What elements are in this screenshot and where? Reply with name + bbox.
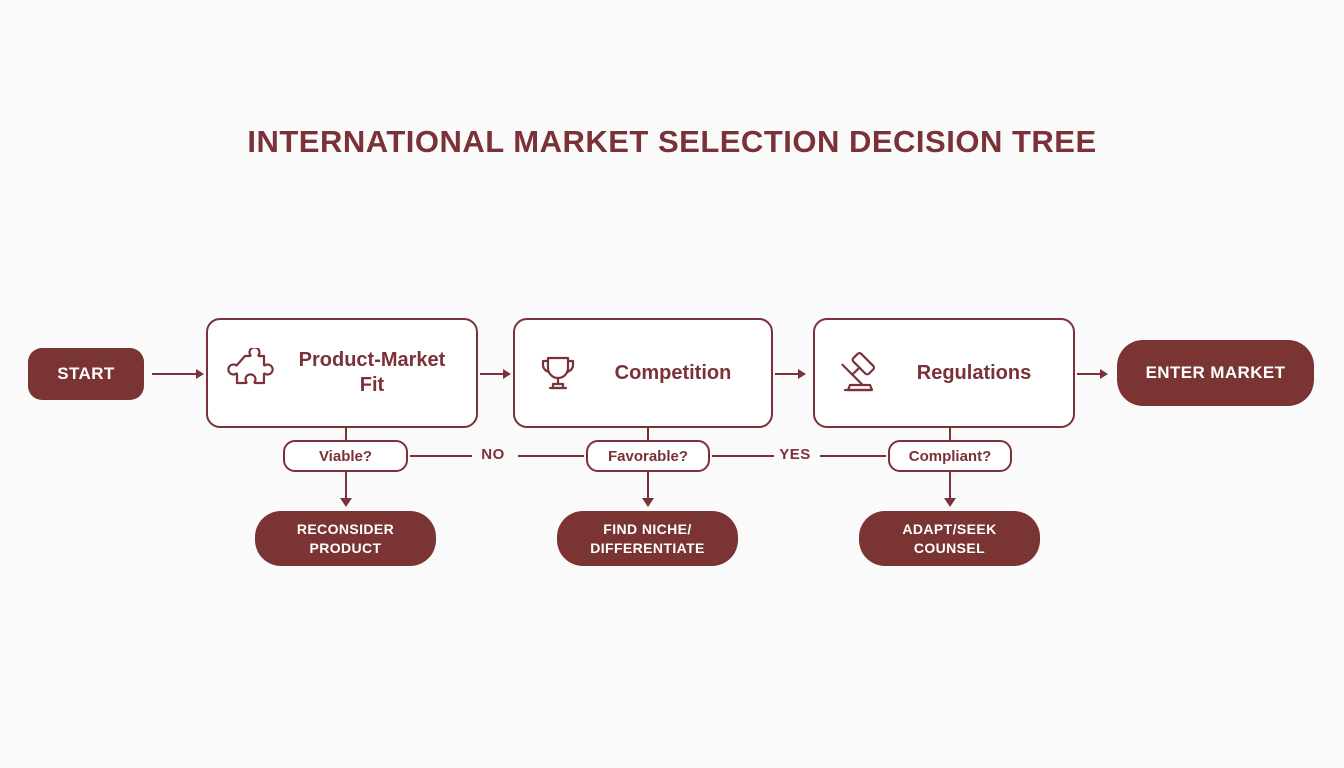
connector-decision-2-to-outcome-2 bbox=[647, 472, 649, 502]
outcome-1-line-2: PRODUCT bbox=[309, 539, 382, 556]
outcome-2-line-1: FIND NICHE/ bbox=[603, 520, 692, 537]
puzzle-piece-icon bbox=[222, 344, 280, 402]
connector-no-label-to-decision-2 bbox=[518, 455, 584, 457]
stage-box-regulations[interactable]: Regulations bbox=[813, 318, 1075, 428]
stage-label-product-market-fit: Product-Market Fit bbox=[298, 349, 446, 396]
connector-stage-1-to-decision-1 bbox=[345, 428, 347, 440]
page-title: INTERNATIONAL MARKET SELECTION DECISION … bbox=[247, 124, 1097, 159]
connector-stage-1-to-stage-2 bbox=[480, 373, 508, 375]
connector-decision-1-to-no-label bbox=[410, 455, 472, 457]
connector-stage-2-to-decision-2 bbox=[647, 428, 649, 440]
start-node[interactable]: START bbox=[28, 348, 144, 400]
connector-stage-2-to-stage-3 bbox=[775, 373, 803, 375]
decision-label-favorable: Favorable? bbox=[607, 447, 689, 465]
connector-stage-3-to-decision-3 bbox=[949, 428, 951, 440]
decision-pill-compliant[interactable]: Compliant? bbox=[888, 440, 1012, 472]
decision-label-compliant: Compliant? bbox=[908, 447, 992, 465]
stage-box-product-market-fit[interactable]: Product-Market Fit bbox=[206, 318, 478, 428]
connector-yes-label-to-decision-3 bbox=[820, 455, 886, 457]
arrowhead-decision-3-to-outcome-3 bbox=[944, 498, 956, 507]
arrowhead-stage-1-to-stage-2 bbox=[503, 369, 511, 379]
connector-decision-1-to-outcome-1 bbox=[345, 472, 347, 502]
connector-decision-2-to-yes-label bbox=[712, 455, 774, 457]
arrowhead-stage-3-to-end bbox=[1100, 369, 1108, 379]
decision-pill-favorable[interactable]: Favorable? bbox=[586, 440, 710, 472]
arrowhead-decision-1-to-outcome-1 bbox=[340, 498, 352, 507]
connector-start-to-stage-1 bbox=[152, 373, 198, 375]
connector-decision-3-to-outcome-3 bbox=[949, 472, 951, 502]
gavel-icon bbox=[829, 344, 887, 402]
connector-stage-3-to-end bbox=[1077, 373, 1105, 375]
stage-label-competition: Competition bbox=[614, 361, 732, 384]
outcome-pill-reconsider-product[interactable]: RECONSIDER PRODUCT bbox=[255, 511, 436, 566]
start-node-label: START bbox=[57, 363, 115, 383]
edge-label-no: NO bbox=[481, 446, 505, 463]
decision-label-viable: Viable? bbox=[318, 447, 373, 465]
outcome-pill-find-niche-differentiate[interactable]: FIND NICHE/ DIFFERENTIATE bbox=[557, 511, 738, 566]
edge-label-yes: YES bbox=[779, 446, 811, 463]
decision-pill-viable[interactable]: Viable? bbox=[283, 440, 408, 472]
outcome-3-line-2: COUNSEL bbox=[913, 539, 986, 556]
outcome-3-line-1: ADAPT/SEEK bbox=[902, 520, 997, 537]
end-node-label: ENTER MARKET bbox=[1145, 362, 1286, 382]
stage-box-competition[interactable]: Competition bbox=[513, 318, 773, 428]
arrowhead-decision-2-to-outcome-2 bbox=[642, 498, 654, 507]
stage-label-regulations: Regulations bbox=[916, 361, 1032, 384]
end-node-enter-market[interactable]: ENTER MARKET bbox=[1117, 340, 1314, 406]
arrowhead-start-to-stage-1 bbox=[196, 369, 204, 379]
outcome-pill-adapt-seek-counsel[interactable]: ADAPT/SEEK COUNSEL bbox=[859, 511, 1040, 566]
outcome-1-line-1: RECONSIDER bbox=[296, 520, 395, 537]
trophy-icon bbox=[529, 344, 587, 402]
outcome-2-line-2: DIFFERENTIATE bbox=[590, 539, 705, 556]
arrowhead-stage-2-to-stage-3 bbox=[798, 369, 806, 379]
